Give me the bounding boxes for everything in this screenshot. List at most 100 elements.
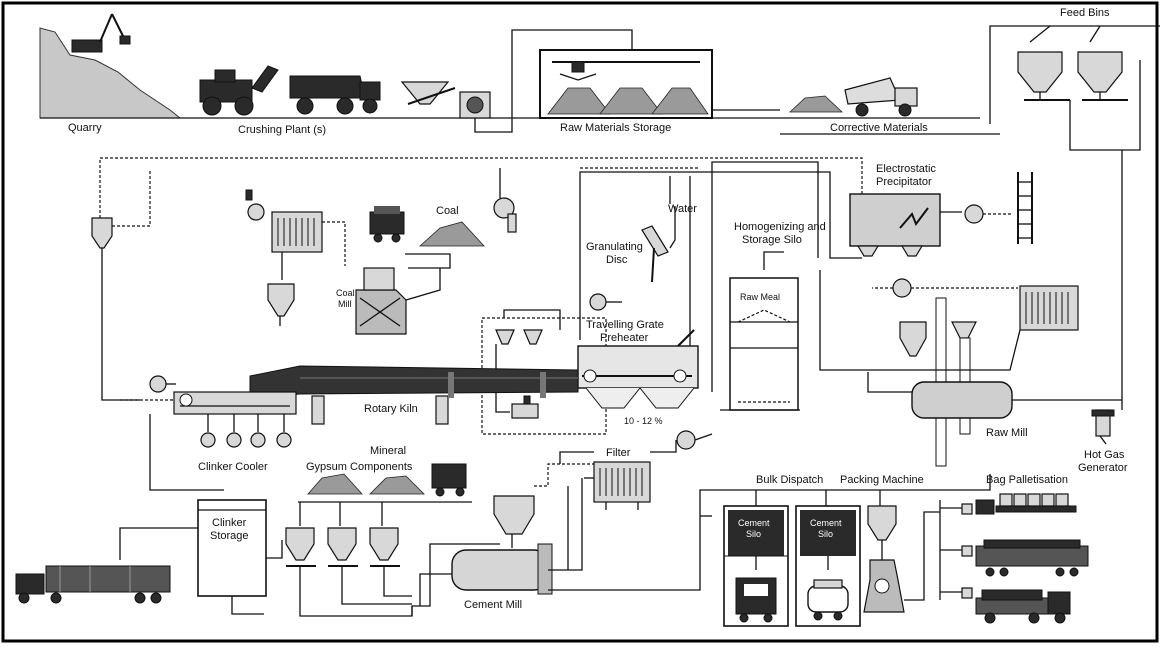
feed-bin-1 xyxy=(1017,51,1063,93)
label-coal-mill-line-2: Mill xyxy=(338,299,352,309)
flatbed-truck-icon xyxy=(975,589,1071,624)
label-cement-silo-1-line-2: Silo xyxy=(746,529,761,539)
clinker-storage xyxy=(197,499,267,597)
label-clinker-storage-line-2: Storage xyxy=(210,530,249,542)
raw-mill-fan-icon xyxy=(892,278,912,298)
clinker-cooler-group xyxy=(120,375,297,491)
left-cyclone-group xyxy=(91,170,151,401)
dump-truck-icon xyxy=(289,75,381,115)
cement-mill xyxy=(451,549,549,591)
rotary-kiln xyxy=(249,365,579,399)
feed-bins-group xyxy=(989,25,1160,410)
corrective-materials-group xyxy=(788,77,918,117)
raw-storage-group xyxy=(539,49,713,119)
label-bag-palletisation: Bag Palletisation xyxy=(986,474,1068,486)
coal-fan-icon xyxy=(493,197,515,219)
fan-icon xyxy=(247,203,265,221)
pallet-bags-icon xyxy=(975,493,1077,515)
preheater-duct-2 xyxy=(711,161,819,392)
label-percent: 10 - 12 % xyxy=(624,416,663,426)
label-homogenizing-line-2: Storage Silo xyxy=(742,234,802,246)
cement-truck-icon xyxy=(735,577,777,623)
preheater-outlet-line xyxy=(579,171,862,340)
quarry-hill xyxy=(39,27,182,119)
coal-system-group xyxy=(245,168,517,335)
label-clinker-cooler: Clinker Cooler xyxy=(198,461,268,473)
label-rotary-kiln: Rotary Kiln xyxy=(364,403,418,415)
label-crushing-plant: Crushing Plant (s) xyxy=(238,124,326,136)
stack-icon xyxy=(1017,172,1033,244)
hot-gas-generator-icon xyxy=(1091,409,1115,445)
label-gypsum-components: Gypsum Components xyxy=(306,461,413,473)
label-mineral: Mineral xyxy=(370,445,406,457)
cooler-fan-icon xyxy=(149,375,167,393)
preheater-group xyxy=(481,293,699,435)
granulating-group xyxy=(641,176,691,346)
label-cement-silo-1-line-1: Cement xyxy=(738,518,770,528)
homogenizing-silo-group xyxy=(720,251,800,411)
electrostatic-precipitator xyxy=(849,193,941,247)
raw-mill-filter xyxy=(1019,285,1079,331)
excavator-icon xyxy=(71,13,131,53)
dispatch-feed-line xyxy=(548,474,991,591)
label-electrostatic-line-2: Precipitator xyxy=(876,176,932,188)
label-granulating-line-2: Disc xyxy=(606,254,628,266)
gypsum-wagon-icon xyxy=(431,463,467,497)
label-electrostatic-line-1: Electrostatic xyxy=(876,163,936,175)
homogenizing-silo xyxy=(729,277,799,411)
bulk-dispatch-group xyxy=(723,490,881,627)
electrostatic-precipitator-group xyxy=(849,172,1033,257)
label-granulating-line-1: Granulating xyxy=(586,241,643,253)
filter-unit xyxy=(593,461,651,503)
rail-tanker-icon xyxy=(807,579,849,621)
label-feed-bins: Feed Bins xyxy=(1060,7,1110,19)
tipper-truck-icon xyxy=(844,77,918,117)
cement-mill-group xyxy=(411,463,594,616)
label-preheater-line-2: Preheater xyxy=(600,332,649,344)
label-homogenizing-line-1: Homogenizing and xyxy=(734,221,826,233)
quarry-group xyxy=(39,13,182,119)
gypsum-group xyxy=(285,463,472,617)
filter-group xyxy=(559,430,713,510)
label-quarry: Quarry xyxy=(68,122,102,134)
label-packing-machine: Packing Machine xyxy=(840,474,924,486)
crusher-to-storage-line xyxy=(474,29,633,133)
rail-wagon-icon xyxy=(975,539,1089,577)
loader-icon xyxy=(199,65,279,116)
raw-mill xyxy=(911,381,1013,419)
label-coal-mill-line-1: Coal xyxy=(336,288,355,298)
label-cement-mill: Cement Mill xyxy=(464,599,522,611)
feed-bin-2 xyxy=(1077,51,1123,93)
clinker-cooler xyxy=(173,391,297,415)
label-corrective-materials: Corrective Materials xyxy=(830,122,928,134)
label-raw-meal: Raw Meal xyxy=(740,292,780,302)
precipitator-fan-icon xyxy=(964,204,984,224)
label-cement-silo-2-line-2: Silo xyxy=(818,529,833,539)
label-bulk-dispatch: Bulk Dispatch xyxy=(756,474,823,486)
raw-mill-group xyxy=(819,270,1122,467)
main-gas-dashed-line xyxy=(99,157,863,218)
packing-machine-group xyxy=(863,505,940,613)
clinker-truck-icon xyxy=(15,565,171,604)
label-hot-gas-line-2: Generator xyxy=(1078,462,1128,474)
bag-palletisation-group xyxy=(939,493,1089,624)
label-raw-mill: Raw Mill xyxy=(986,427,1028,439)
clinker-storage-group xyxy=(119,499,283,615)
filter-fan-icon xyxy=(676,430,696,450)
label-filter: Filter xyxy=(606,447,631,459)
preheater-fan-icon xyxy=(589,293,607,311)
label-preheater-line-1: Travelling Grate xyxy=(586,319,664,331)
crusher-icon xyxy=(459,91,491,119)
label-coal: Coal xyxy=(436,205,459,217)
rotary-kiln-group xyxy=(249,365,579,425)
